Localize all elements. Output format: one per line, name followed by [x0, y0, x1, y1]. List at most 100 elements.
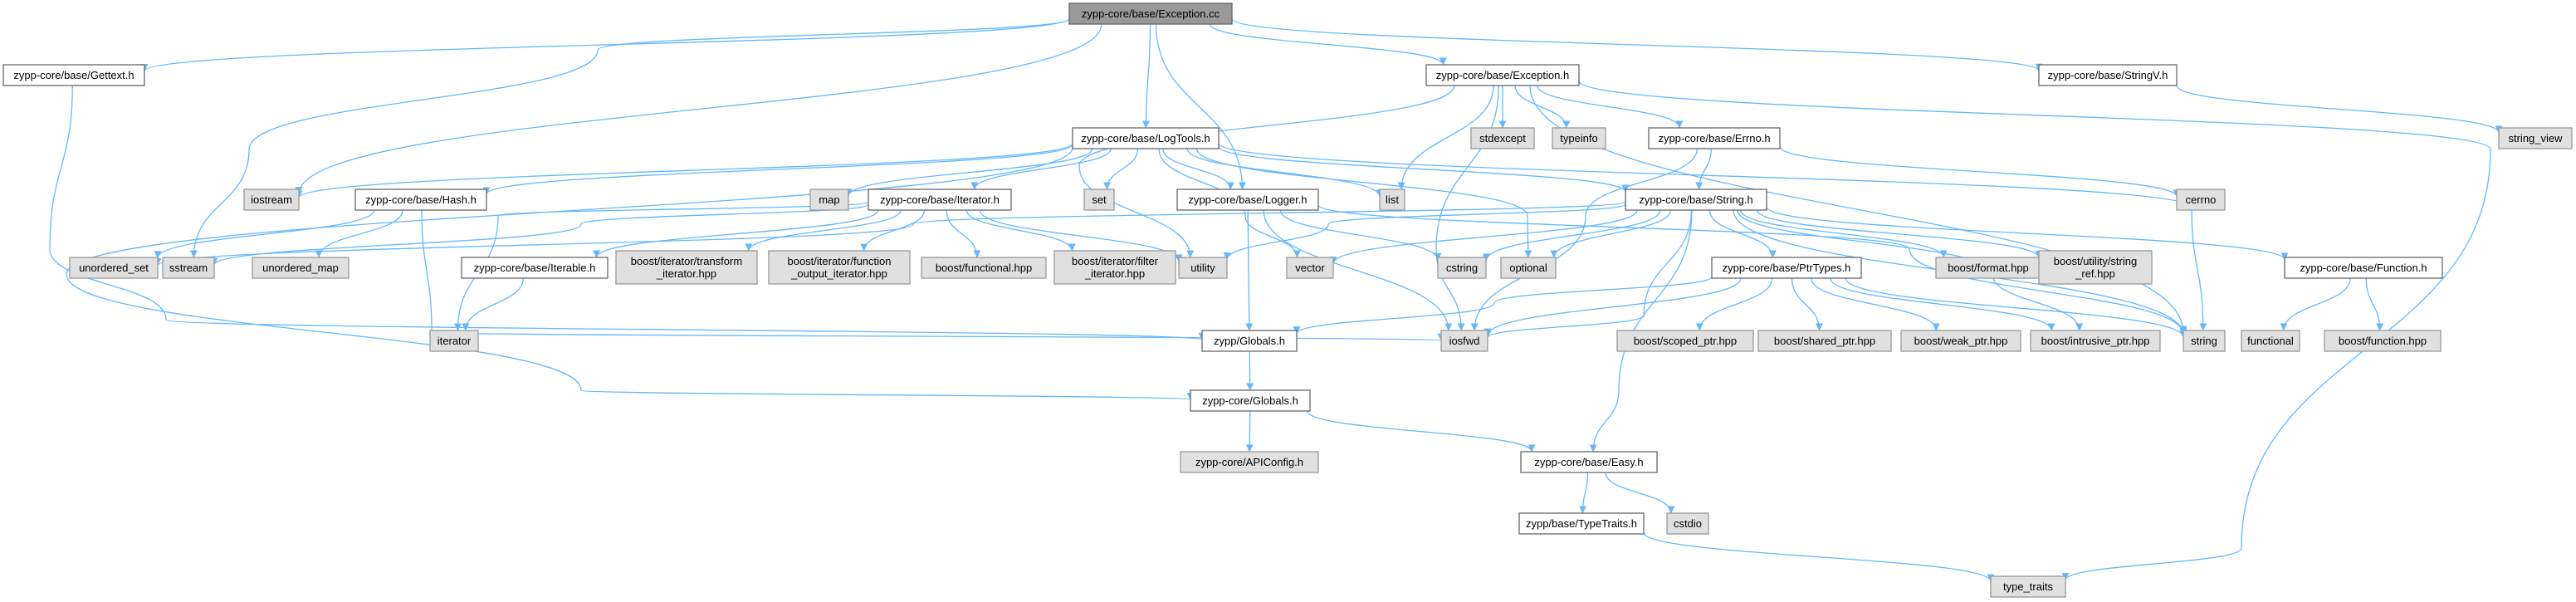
edge-typetraits_h-to-type_traits [1643, 531, 1995, 582]
node-string-h[interactable]: zypp-core/base/String.h [1625, 188, 1767, 211]
node-box [1470, 127, 1535, 149]
edge-errno_h-to-string_h [1695, 148, 1712, 190]
node-label: map [819, 193, 839, 206]
node-list: list [1379, 188, 1405, 211]
node-gettext-h[interactable]: zypp-core/base/Gettext.h [2, 64, 145, 86]
edge-string_h-to-b_stringref [1757, 209, 2043, 258]
node-box [2030, 330, 2161, 352]
node-box [1440, 330, 1488, 352]
edge-logtools_h-to-string [1218, 142, 2207, 331]
node-box [921, 257, 1047, 279]
node-b-stringref: boost/utility/string_ref.hpp [2038, 250, 2153, 285]
edge-stringv_h-to-string_view [2176, 85, 2503, 134]
node-label: boost/iterator/function [787, 255, 891, 267]
node-iterable-h[interactable]: zypp-core/base/Iterable.h [461, 257, 609, 279]
edge-string_h-to-optional [1550, 209, 1671, 258]
node-ptrtypes-h[interactable]: zypp-core/base/PtrTypes.h [1711, 257, 1862, 279]
edge-ptrtypes_h-to-b_shared [1791, 277, 1823, 331]
node-label: zypp/base/TypeTraits.h [1526, 517, 1637, 530]
node-b-filter: boost/iterator/filter_iterator.hpp [1053, 250, 1176, 285]
node-box [1068, 2, 1233, 25]
node-box [2176, 188, 2226, 211]
node-exception-h[interactable]: zypp-core/base/Exception.h [1425, 64, 1580, 86]
node-sstream: sstream [162, 257, 215, 279]
node-box [615, 250, 758, 285]
edge-errno_h-to-iosfwd [1470, 148, 1698, 331]
node-label: zypp-core/base/Exception.h [1436, 69, 1569, 81]
node-hash-h[interactable]: zypp-core/base/Hash.h [354, 188, 487, 211]
edge-exception_h-to-utility [1078, 85, 1455, 258]
edge-core_globals_h-to-easy_h [1307, 410, 1536, 453]
edge-string_h-to-function_h [1766, 206, 2289, 261]
node-label: unordered_set [79, 262, 149, 274]
node-b-transform: boost/iterator/transform_iterator.hpp [615, 250, 758, 285]
node-cstdio: cstdio [1666, 512, 1709, 535]
edge-errno_h-to-cerrno [1779, 146, 2181, 198]
node-exception-cc[interactable]: zypp-core/base/Exception.cc [1068, 2, 1233, 25]
node-box [1625, 188, 1767, 211]
edge-function_h-to-functional [2280, 277, 2351, 331]
node-logtools-h[interactable]: zypp-core/base/LogTools.h [1072, 127, 1220, 149]
edge-iterator_h-to-b_functional [946, 209, 981, 258]
node-cstring: cstring [1437, 257, 1487, 279]
edge-exception_h-to-iosfwd [1435, 85, 1499, 331]
node-box [1552, 127, 1606, 149]
edge-exception_cc-to-iostream [295, 23, 1102, 194]
node-optional: optional [1500, 257, 1557, 279]
node-label: zypp-core/base/Gettext.h [13, 69, 134, 81]
edge-string_h-to-b_format [1740, 209, 1948, 258]
node-map: map [809, 188, 849, 211]
edge-string_h-to-vector [1329, 209, 1638, 265]
node-errno-h[interactable]: zypp-core/base/Errno.h [1648, 127, 1781, 149]
node-logger-h[interactable]: zypp-core/base/Logger.h [1176, 188, 1319, 211]
node-box [1520, 451, 1658, 473]
edge-iterator_h-to-b_filter [965, 209, 1076, 252]
edge-hash_h-to-iosfwd [421, 209, 1444, 341]
node-box [1053, 250, 1176, 285]
edge-logtools_h-to-string_h [1218, 146, 1630, 193]
edge-exception_cc-to-logger_h [1155, 23, 1246, 190]
node-label: zypp-core/base/Easy.h [1534, 456, 1643, 468]
node-label: boost/functional.hpp [936, 262, 1032, 274]
node-stringv-h[interactable]: zypp-core/base/StringV.h [2038, 64, 2178, 86]
edge-hash_h-to-unordered_map [315, 209, 403, 258]
edge-logger_h-to-iosfwd [1263, 209, 1453, 331]
node-box [809, 188, 849, 211]
edge-iterator_h-to-b_transform [745, 209, 902, 252]
node-b-functional: boost/functional.hpp [921, 257, 1047, 279]
edge-logtools_h-to-iostream [295, 143, 1073, 198]
node-box [1180, 451, 1319, 473]
node-core-globals-h[interactable]: zypp-core/Globals.h [1190, 389, 1311, 412]
edge-ptrtypes_h-to-b_weak [1811, 277, 1940, 331]
node-label: _output_iterator.hpp [790, 267, 887, 280]
node-iterator-h[interactable]: zypp-core/base/Iterator.h [868, 188, 1012, 211]
node-iostream: iostream [243, 188, 300, 211]
node-label: utility [1190, 262, 1215, 274]
node-easy-h[interactable]: zypp-core/base/Easy.h [1520, 451, 1658, 473]
node-box [1072, 127, 1220, 149]
node-utility: utility [1178, 257, 1228, 279]
edge-exception_cc-to-stringv_h [1231, 18, 2043, 71]
node-unordered-set: unordered_set [69, 257, 159, 279]
edge-exception_cc-to-logtools_h [1142, 23, 1151, 129]
edge-logger_h-to-zypp_globals_h [1245, 209, 1254, 331]
node-box [1083, 188, 1115, 211]
edge-logger_h-to-cstring [1279, 209, 1442, 261]
edge-ptrtypes_h-to-b_intrusive [1830, 277, 2055, 331]
node-box [69, 257, 159, 279]
node-zypp-globals-h[interactable]: zypp/Globals.h [1201, 330, 1298, 352]
node-label: zypp-core/base/LogTools.h [1081, 132, 1210, 144]
edge-string_h-to-easy_h [1589, 209, 1693, 453]
node-typetraits-h[interactable]: zypp/base/TypeTraits.h [1518, 512, 1645, 535]
node-label: optional [1509, 262, 1547, 274]
node-label: boost/scoped_ptr.hpp [1634, 335, 1737, 347]
dependency-edges [49, 17, 2503, 582]
node-function-h[interactable]: zypp-core/base/Function.h [2284, 257, 2443, 279]
edge-exception_h-to-typeinfo [1514, 85, 1571, 129]
node-box [243, 188, 300, 211]
node-box [2324, 330, 2442, 352]
node-label: boost/shared_ptr.hpp [1774, 335, 1875, 347]
node-label: cstdio [1674, 517, 1702, 530]
node-label: zypp-core/base/PtrTypes.h [1723, 262, 1851, 274]
edge-iterator_h-to-b_funcout [860, 209, 926, 252]
